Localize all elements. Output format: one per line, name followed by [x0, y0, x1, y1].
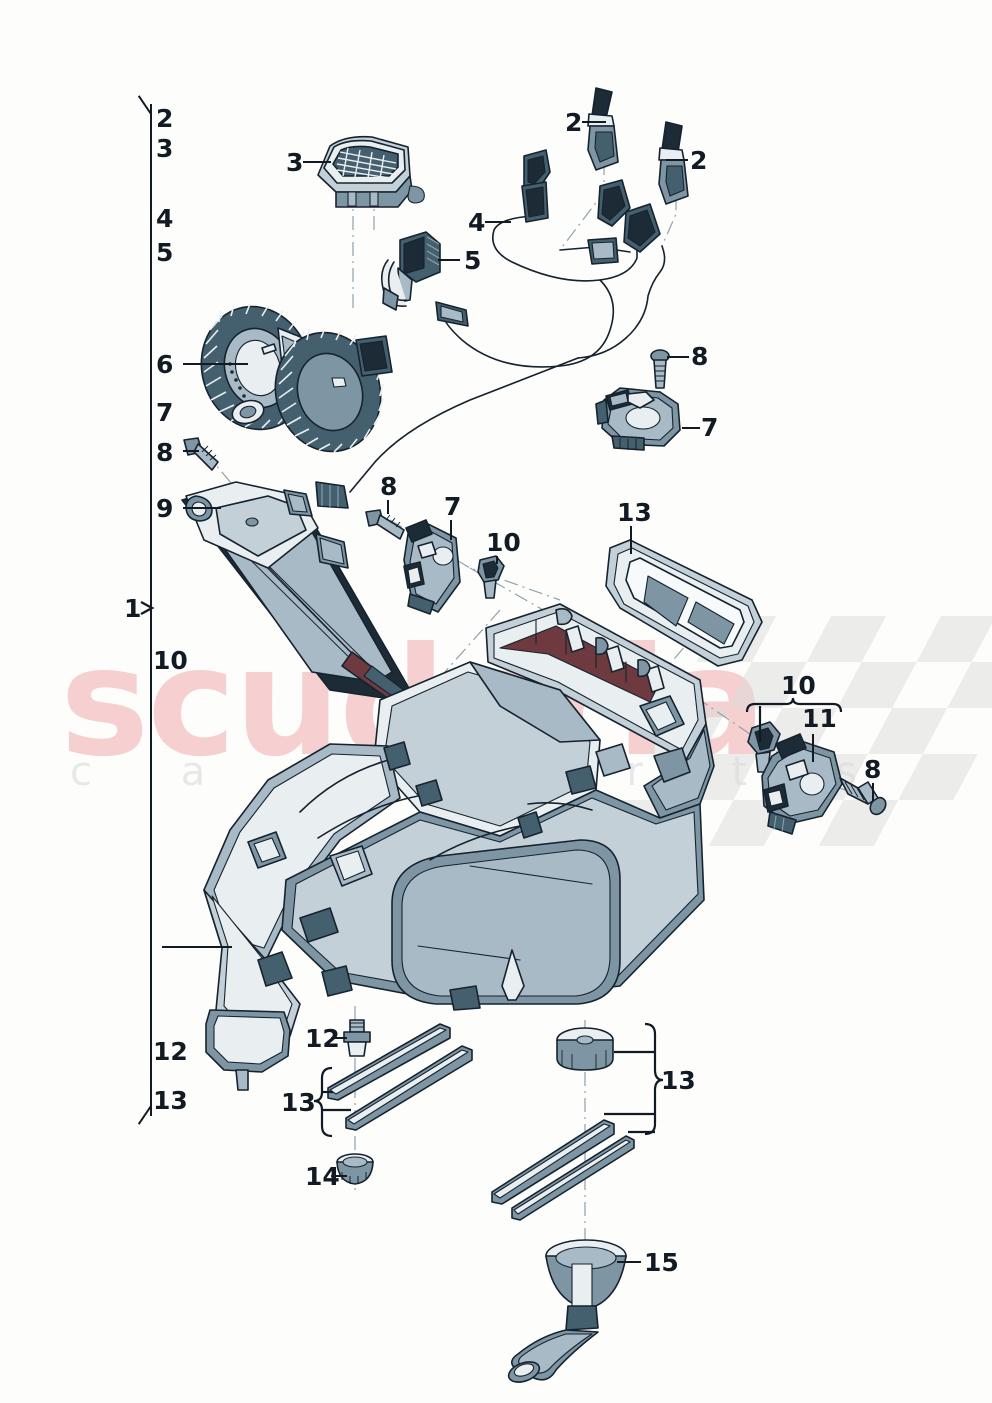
- leader-8-actuator: [872, 783, 874, 801]
- leader-13-seal-large: [630, 526, 632, 554]
- callout-10-center: 10: [486, 528, 521, 557]
- leader-7-right: [682, 427, 700, 429]
- left-item-12: 12: [153, 1037, 188, 1066]
- part-seal-strip-right-lower: [511, 1135, 635, 1221]
- left-item-9: 9: [156, 494, 174, 523]
- leader-8L: [183, 450, 199, 452]
- callout-13-right-group: 13: [661, 1066, 696, 1095]
- part-servo-motor-right: [595, 387, 681, 451]
- part-stud-bolt: [343, 1019, 371, 1057]
- part-servo-motor-center: [403, 519, 461, 615]
- callout-4: 4: [468, 208, 486, 237]
- leader-3: [303, 161, 331, 163]
- callout-7-right: 7: [701, 413, 719, 442]
- callout-13-seal-large: 13: [617, 498, 652, 527]
- part-servo-motor-actuator: [761, 733, 843, 835]
- part-fresh-air-intake-grille: [317, 135, 425, 208]
- callout-8-servo-right: 8: [691, 342, 709, 371]
- left-item-3: 3: [156, 134, 174, 163]
- callout-15: 15: [644, 1248, 679, 1277]
- callout-7-center: 7: [444, 492, 462, 521]
- part-seal-strip-right-upper: [491, 1119, 615, 1205]
- leader-14: [331, 1175, 347, 1177]
- callout-3: 3: [286, 148, 304, 177]
- callout-11: 11: [802, 704, 837, 733]
- callout-13-left-group: 13: [281, 1088, 316, 1117]
- housing-top-linkages: [555, 608, 665, 693]
- housing-right-linkage: [565, 695, 691, 795]
- part-hvac-housing-assembly: [203, 603, 715, 1091]
- leader-12-stud: [331, 1037, 347, 1039]
- left-item-7: 7: [156, 398, 174, 427]
- callout-2-left: 2: [565, 108, 583, 137]
- part-seal-strip-left-lower: [345, 1045, 473, 1131]
- leader-10-center: [496, 556, 498, 564]
- left-item-13: 13: [153, 1086, 188, 1115]
- part-screw-evaporator: [183, 437, 219, 471]
- left-item-4: 4: [156, 204, 174, 233]
- part-screw-actuator: [839, 777, 887, 816]
- leader-4: [485, 221, 511, 223]
- leader-8-center: [387, 500, 389, 514]
- leader-2-right: [666, 159, 688, 161]
- part-grommet-cap: [336, 1153, 374, 1185]
- leader-11: [812, 734, 814, 762]
- leader-2-left: [582, 121, 606, 123]
- group-label-1: 1: [124, 594, 142, 623]
- callout-8-actuator: 8: [864, 755, 882, 784]
- callout-2-right: 2: [690, 146, 708, 175]
- leader-5: [438, 259, 460, 261]
- leader-9: [183, 507, 221, 509]
- left-item-10: 10: [153, 646, 188, 675]
- part-seal-ring-large: [605, 539, 763, 667]
- part-blower-motor-fan: [200, 303, 393, 453]
- leader-7-center: [450, 520, 452, 540]
- callout-8-center: 8: [380, 472, 398, 501]
- leader-8-servo-right: [667, 356, 689, 358]
- part-retaining-clip-center: [477, 555, 505, 599]
- left-item-5: 5: [156, 238, 174, 267]
- part-blower-control-resistor: [380, 231, 441, 311]
- leader-15: [617, 1261, 641, 1263]
- part-temperature-sensor-left: [587, 87, 619, 171]
- part-screw-servo-center: [365, 509, 405, 540]
- housing-front-detail: [247, 831, 481, 1011]
- left-item-2: 2: [156, 104, 174, 133]
- leader-12-duct: [162, 946, 232, 948]
- part-screw-servo-right: [650, 349, 670, 389]
- callout-5: 5: [464, 246, 482, 275]
- callout-10-right: 10: [781, 671, 816, 700]
- leader-6: [183, 363, 248, 365]
- part-temperature-sensor-right: [658, 121, 689, 205]
- part-drain-funnel-hose: [507, 1239, 627, 1383]
- left-item-8: 8: [156, 438, 174, 467]
- part-seal-ring-small: [556, 1027, 614, 1071]
- left-item-6: 6: [156, 350, 174, 379]
